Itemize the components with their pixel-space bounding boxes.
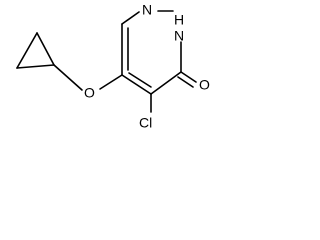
- molecule-structure: N N H O O Cl: [16, 2, 210, 131]
- ring-bond-c4-c5: [121, 74, 152, 95]
- atom-o-ether: O: [84, 85, 95, 101]
- atom-nh: N: [174, 28, 184, 44]
- cyclopropyl-bond-2: [16, 64, 55, 69]
- ring-bond-c4-c5-inner: [128, 72, 152, 88]
- ring-bond-c6-n1: [121, 11, 140, 25]
- atom-chlorine: Cl: [139, 115, 152, 131]
- cyclopropyl-ether-bond: [53, 64, 83, 91]
- carbonyl-bond-1: [180, 71, 197, 83]
- atom-o-carbonyl: O: [199, 77, 210, 93]
- atom-h: H: [174, 12, 184, 28]
- atom-n-ring: N: [142, 2, 152, 18]
- cyclopropyl-bond-1: [16, 32, 38, 69]
- ether-ring-bond: [99, 74, 123, 90]
- carbonyl-bond-2: [177, 76, 194, 88]
- cyclopropyl-bond-3: [36, 32, 55, 66]
- ring-bond-c3-c4: [150, 71, 182, 95]
